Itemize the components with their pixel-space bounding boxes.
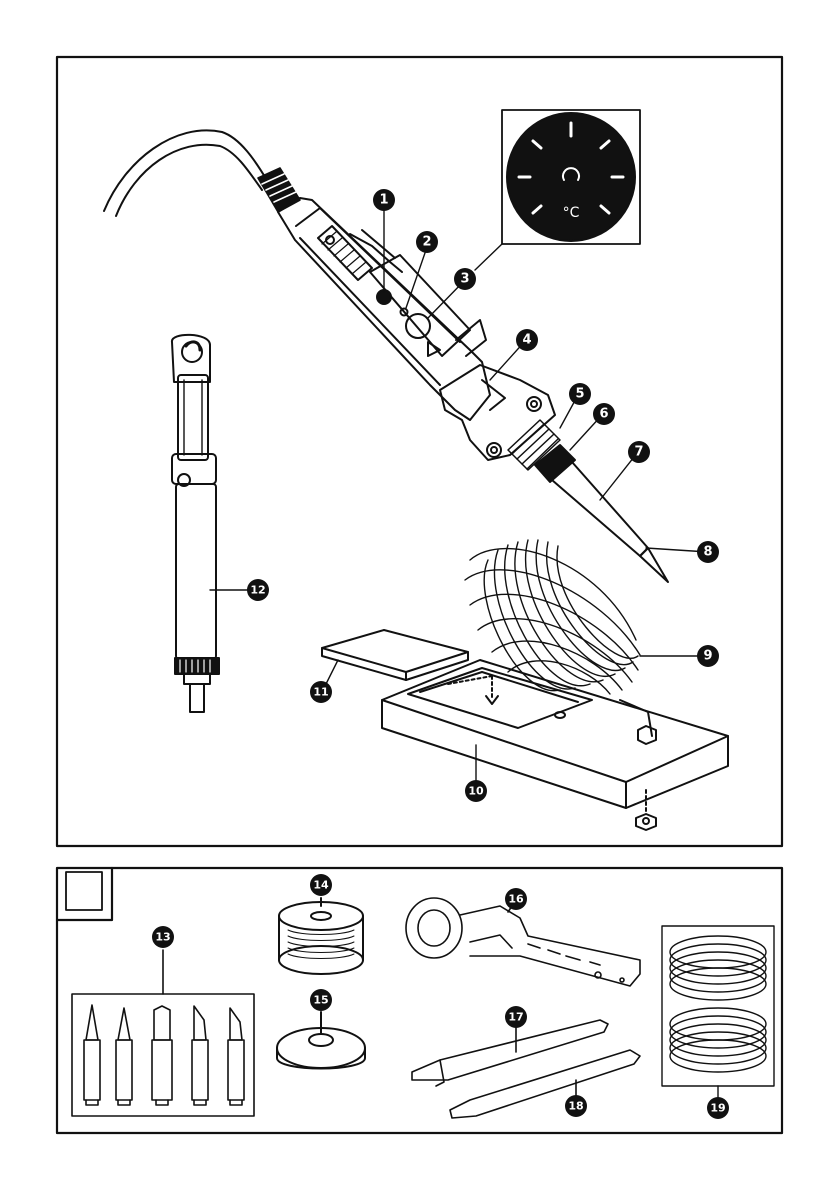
- callout-4: 4: [516, 329, 538, 351]
- svg-text:19: 19: [710, 1102, 725, 1115]
- svg-text:17: 17: [508, 1011, 523, 1024]
- svg-text:12: 12: [250, 584, 265, 597]
- svg-text:8: 8: [703, 545, 712, 560]
- svg-text:9: 9: [703, 649, 712, 664]
- callout-18: 18: [565, 1095, 587, 1117]
- svg-text:6: 6: [599, 407, 608, 422]
- callout-7: 7: [628, 441, 650, 463]
- tip-cleaner: [277, 1012, 365, 1069]
- coil-holder: [465, 540, 652, 736]
- svg-text:15: 15: [313, 994, 328, 1007]
- svg-text:18: 18: [568, 1100, 583, 1113]
- cleaning-sponge: [322, 630, 468, 680]
- callout-17: 17: [505, 1006, 527, 1028]
- callout-12: 12: [247, 579, 269, 601]
- temperature-dial: [406, 314, 430, 338]
- svg-text:1: 1: [379, 193, 388, 208]
- svg-text:4: 4: [522, 333, 531, 348]
- solder-wire-coils: [662, 926, 774, 1098]
- callout-1: 1: [373, 189, 395, 211]
- callout-15: 15: [310, 989, 332, 1011]
- svg-text:11: 11: [313, 686, 328, 699]
- svg-text:10: 10: [468, 785, 484, 798]
- callout-14: 14: [310, 874, 332, 896]
- callout-16: 16: [505, 888, 527, 910]
- svg-text:2: 2: [422, 235, 431, 250]
- tweezers: [412, 1020, 640, 1118]
- callout-8: 8: [697, 541, 719, 563]
- callout-2: 2: [416, 231, 438, 253]
- callout-3: 3: [454, 268, 476, 290]
- callout-6: 6: [593, 403, 615, 425]
- svg-text:5: 5: [575, 387, 584, 402]
- svg-text:13: 13: [155, 931, 170, 944]
- spare-tips: [72, 950, 254, 1116]
- callout-13: 13: [152, 926, 174, 948]
- svg-text:14: 14: [313, 879, 329, 892]
- callout-5: 5: [569, 383, 591, 405]
- display-unit: °C: [563, 205, 580, 221]
- accessories-frame: [57, 868, 782, 1133]
- display-inset: °C: [502, 110, 640, 244]
- solder-spool: [279, 898, 363, 974]
- section-label-box: [66, 872, 102, 910]
- callout-10: 10: [465, 780, 487, 802]
- svg-text:7: 7: [634, 445, 643, 460]
- soldering-tip: [640, 548, 668, 582]
- callout-9: 9: [697, 645, 719, 667]
- power-cable: [104, 130, 268, 216]
- callout-11: 11: [310, 681, 332, 703]
- callout-19: 19: [707, 1097, 729, 1119]
- desoldering-pump: [172, 335, 219, 712]
- heating-element: [552, 462, 648, 556]
- main-figure-frame: [57, 57, 782, 846]
- svg-text:3: 3: [460, 272, 469, 287]
- strain-relief: [258, 168, 300, 212]
- svg-text:16: 16: [508, 893, 524, 906]
- wire-stripper: [406, 898, 640, 986]
